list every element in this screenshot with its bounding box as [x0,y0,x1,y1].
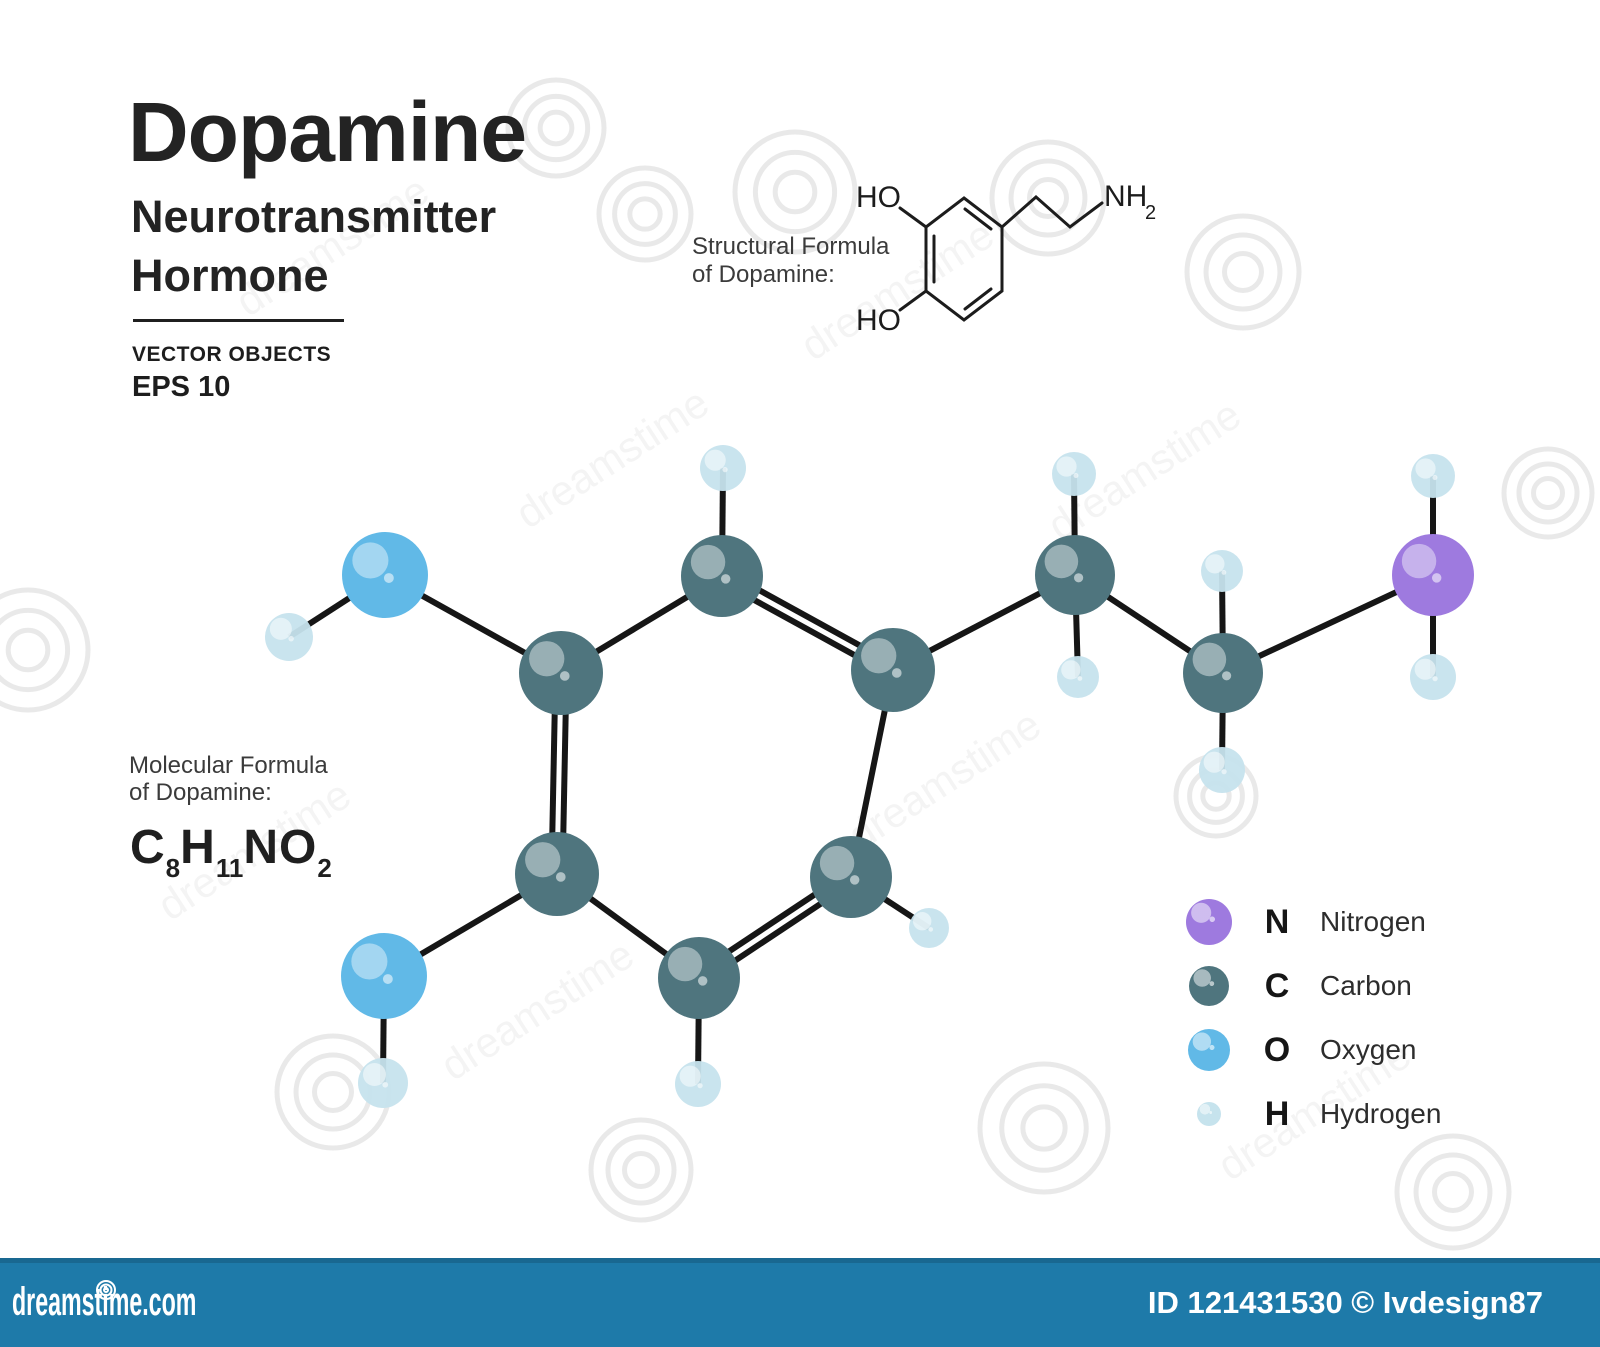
legend-element-symbol: N [1264,902,1290,941]
formula-symbol: C [130,821,166,874]
legend-sphere-cell [1184,966,1234,1006]
formula-symbol: NO [243,821,318,874]
watermark-spiral [1501,446,1595,540]
hydrogen-sphere-icon [1197,1102,1221,1126]
double-bond-inner-bottom-right [963,287,993,311]
watermark-spiral [989,139,1107,257]
atom-H5 [358,1058,408,1108]
legend-sphere-cell [1184,899,1234,945]
legend-row-nitrogen: N Nitrogen [1184,890,1514,954]
divider-line [133,319,344,322]
subtitle-neurotransmitter: Neurotransmitter [131,191,497,242]
atom-H4 [265,613,313,661]
watermark-spiral [505,77,607,179]
watermark-spiral [588,1117,694,1223]
meta-vector-objects: VECTOR OBJECTS [132,343,332,366]
watermark-spiral [1184,213,1302,331]
meta-eps: EPS 10 [132,371,231,403]
benzene-ring-outline [924,196,1004,322]
atom-H9 [1199,747,1245,793]
structural-formula-label-line1: Structural Formula [692,233,890,260]
legend-element-name: Oxygen [1320,1034,1417,1065]
brand-logo: dreamstime.com [12,1280,197,1324]
structural-formula-label: Structural Formula of Dopamine: [692,233,889,289]
atom-C2 [851,628,935,712]
ethylamine-chain [1000,194,1104,229]
watermark-text: dreamstime [432,930,642,1089]
watermark-spiral [732,129,858,255]
molecular-formula-label: Molecular Formula of Dopamine: [129,752,328,806]
formula-subscript: 2 [317,853,332,883]
legend-row-oxygen: O Oxygen [1184,1018,1514,1082]
legend-sphere-cell [1184,1102,1234,1126]
atom-C3 [810,836,892,918]
amine-subscript: 2 [1145,202,1156,224]
brand-spiral-icon [96,1280,116,1300]
formula-subscript: 11 [215,853,244,883]
legend-row-hydrogen: H Hydrogen [1184,1082,1514,1146]
atom-C1 [681,535,763,617]
legend-element-name: Carbon [1320,970,1412,1001]
amine-label: NH [1104,180,1147,213]
nitrogen-sphere-icon [1186,899,1232,945]
watermark-spiral [596,165,694,263]
subtitle-hormone: Hormone [131,250,329,301]
atom-H3 [675,1061,721,1107]
molecular-formula-label-line1: Molecular Formula [129,752,328,779]
atom-C6 [519,631,603,715]
atom-H10 [1411,454,1455,498]
carbon-sphere-icon [1189,966,1229,1006]
atom-N1 [1392,534,1474,616]
legend-sphere-cell [1184,1029,1234,1071]
bond-ho-bottom [898,289,928,312]
footer-bar: dreamstime.com ID 121431530 © Ivdesign87 [0,1258,1600,1347]
atom-C4 [658,937,740,1019]
watermark-spiral [977,1061,1111,1195]
watermark-spiral [1394,1133,1512,1251]
atom-H1 [700,445,746,491]
atom-O1 [342,532,428,618]
legend-element-name: Hydrogen [1320,1098,1442,1129]
atom-H2 [909,908,949,948]
legend-element-symbol: H [1264,1094,1290,1133]
oxygen-sphere-icon [1188,1029,1230,1071]
structural-formula-label-line2: of Dopamine: [692,261,835,288]
watermark-text: dreamstime [507,378,717,537]
formula-symbol: H [180,821,216,874]
legend-row-carbon: C Carbon [1184,954,1514,1018]
atom-C7 [1035,535,1115,615]
structural-formula-drawing: HO HO NH 2 [856,180,1156,337]
bond-ho-top [898,206,928,229]
atom-C8 [1183,633,1263,713]
legend-element-symbol: O [1263,1030,1291,1069]
legend-element-symbol: C [1264,966,1290,1005]
formula-subscript: 8 [165,853,181,883]
atom-H8 [1201,550,1243,592]
watermark-spiral [0,587,91,713]
atom-C5 [515,832,599,916]
double-bond-inner-top-right [963,207,993,231]
ho-top-label: HO [856,181,901,214]
image-credit: ID 121431530 © Ivdesign87 [1147,1284,1543,1320]
page-title: Dopamine [128,85,527,179]
atom-H7 [1057,656,1099,698]
atom-O2 [341,933,427,1019]
ho-bottom-label: HO [856,304,901,337]
atom-H11 [1410,654,1456,700]
atom-H6 [1052,452,1096,496]
legend-element-name: Nitrogen [1320,906,1426,937]
molecular-formula: C8H11NO2 [130,820,332,883]
molecular-formula-label-line2: of Dopamine: [129,779,272,806]
